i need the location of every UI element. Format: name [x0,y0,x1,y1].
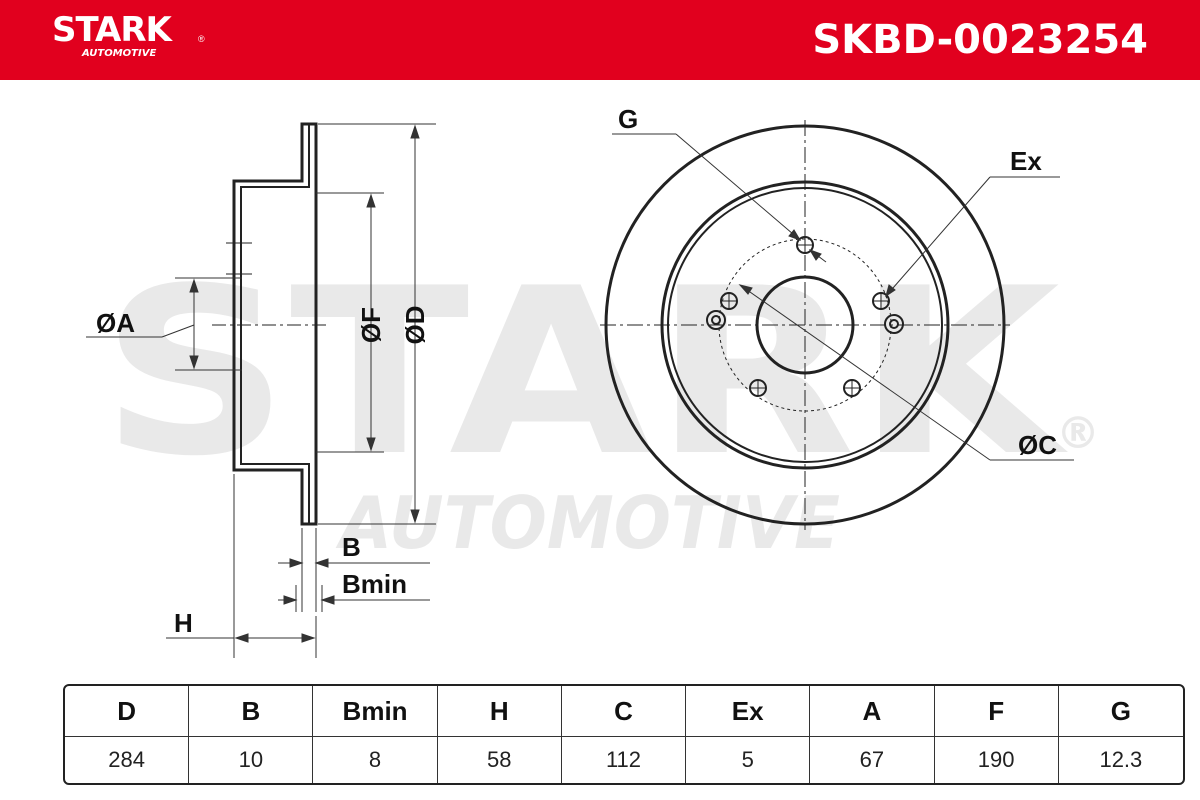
table-row: 284 10 8 58 112 5 67 190 12.3 [65,737,1183,783]
watermark-main: STARK [100,240,1069,507]
header-bar: STARK AUTOMOTIVE ® SKBD-0023254 [0,0,1200,80]
locator-hole-left-inner [711,315,721,325]
table-cell: 284 [65,737,190,783]
label-bmin: Bmin [342,569,407,599]
brand-subtitle: AUTOMOTIVE [82,48,157,59]
table-cell: 190 [935,737,1059,783]
table-cell: 112 [562,737,687,783]
table-cell: 58 [438,737,562,783]
table-cell: 10 [189,737,314,783]
table-cell: 67 [810,737,935,783]
locator-hole-left [706,310,726,330]
label-h: H [174,608,193,638]
table-header-cell: G [1058,686,1183,737]
watermark-sub: AUTOMOTIVE [335,481,840,565]
brand-name: STARK [52,10,172,50]
technical-drawing: STARK AUTOMOTIVE ® [86,104,1100,658]
locator-hole-right-inner [889,319,899,329]
disc-profile-outer [232,122,318,526]
registered-mark-icon: ® [198,34,205,44]
bolt-holes [720,236,890,397]
label-dia-a: ØA [96,308,135,338]
label-g: G [618,104,638,134]
brand-logo: STARK AUTOMOTIVE [52,10,172,60]
front-dimensions [612,133,1074,461]
table-header-cell: Ex [686,686,811,737]
table-header-cell: C [561,686,687,737]
table-header-cell: F [934,686,1059,737]
front-view [600,120,1010,530]
table-header-cell: B [189,686,314,737]
part-number: SKBD-0023254 [812,17,1148,63]
label-ex: Ex [1010,146,1042,176]
table-header-cell: Bmin [313,686,438,737]
table-cell: 8 [313,737,438,783]
table-header-row: D B Bmin H C Ex A F G [65,686,1183,737]
label-dia-c: ØC [1018,430,1057,460]
table-header-cell: A [810,686,935,737]
spec-table: D B Bmin H C Ex A F G 284 10 8 58 112 5 … [63,684,1185,785]
table-header-cell: D [65,686,190,737]
table-cell: 5 [686,737,811,783]
label-b: B [342,532,361,562]
label-dia-f: ØF [356,307,386,343]
label-dia-d: ØD [400,306,430,345]
watermark-registered-icon: ® [1056,408,1100,459]
side-dimensions [86,123,436,658]
table-header-cell: H [437,686,562,737]
side-view [212,122,330,526]
table-cell: 12.3 [1099,747,1143,772]
watermark: STARK AUTOMOTIVE ® [100,240,1100,565]
locator-holes [706,310,904,334]
locator-hole-right [884,314,904,334]
